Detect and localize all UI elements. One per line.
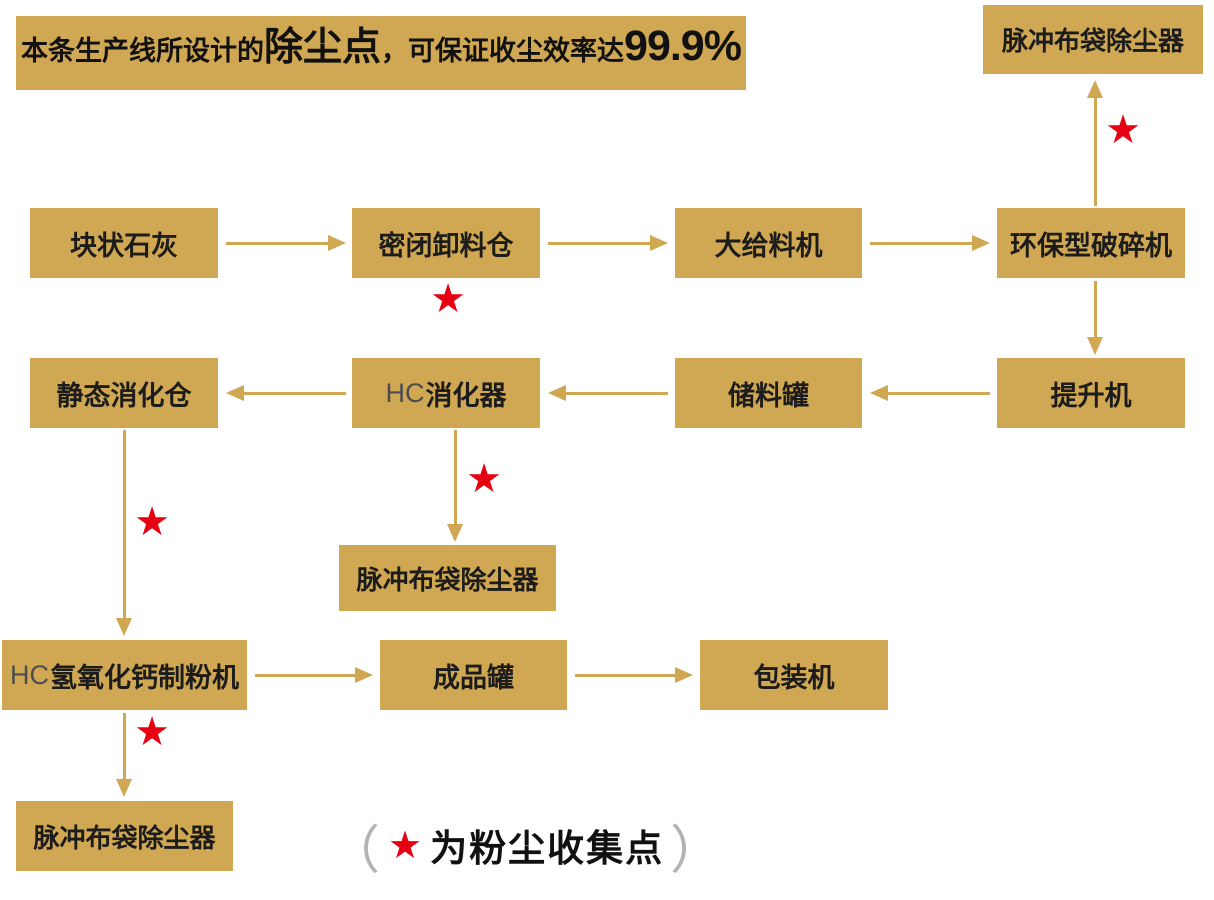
banner-text-middle: ，可保证收尘效率达 [381, 36, 625, 66]
node-label: 脉冲布袋除尘器 [33, 822, 216, 853]
node-label: 环保型破碎机 [1010, 230, 1172, 261]
flow-arrow-bin-to-feeder [548, 235, 668, 251]
node-storage-tank: 储料罐 [675, 358, 862, 428]
flow-arrow-feeder-to-crusher [870, 235, 990, 251]
node-eco-crusher: 环保型破碎机 [997, 208, 1185, 278]
dust-point-star-static-bin-icon: ★ [134, 499, 170, 545]
node-bulk-lime: 块状石灰 [30, 208, 218, 278]
node-label-hc-prefix: HC [10, 659, 49, 690]
dust-point-star-unloading-bin-icon: ★ [430, 276, 466, 322]
node-label: 密闭卸料仓 [378, 230, 514, 261]
node-label: 氢氧化钙制粉机 [50, 662, 239, 693]
legend-label: 为粉尘收集点 [430, 828, 665, 869]
dust-point-star-digester-icon: ★ [466, 456, 502, 502]
node-finished-product-tank: 成品罐 [380, 640, 567, 710]
node-label: 脉冲布袋除尘器 [356, 564, 539, 595]
node-elevator: 提升机 [997, 358, 1185, 428]
node-static-digestion-bin: 静态消化仓 [30, 358, 218, 428]
node-label: 成品罐 [433, 662, 514, 693]
node-sealed-unloading-bin: 密闭卸料仓 [352, 208, 540, 278]
node-dust-collector-middle: 脉冲布袋除尘器 [339, 545, 556, 611]
dust-point-star-crusher-icon: ★ [1105, 107, 1141, 153]
node-label: 提升机 [1050, 380, 1132, 411]
node-packing-machine: 包装机 [700, 640, 888, 710]
legend: （ ★ 为粉尘收集点 ） [322, 810, 728, 880]
node-dust-collector-top: 脉冲布袋除尘器 [983, 5, 1203, 74]
node-label: 静态消化仓 [56, 380, 192, 411]
flow-arrow-finished-tank-to-packing [575, 667, 693, 683]
node-label-hc-prefix: HC [385, 377, 425, 408]
node-label: 消化器 [425, 380, 507, 411]
flow-arrow-static-bin-to-mill [116, 430, 132, 636]
node-label: 脉冲布袋除尘器 [1001, 26, 1184, 56]
flow-arrow-mill-to-dust-bottom [116, 713, 132, 797]
flow-arrow-storage-to-digester [548, 385, 668, 401]
node-label: 大给料机 [714, 230, 823, 261]
flow-arrow-digester-to-dust-middle [447, 430, 463, 542]
node-feeder: 大给料机 [675, 208, 862, 278]
banner-text-highlight: 除尘点 [264, 26, 382, 69]
flow-arrow-mill-to-finished-tank [255, 667, 373, 683]
dust-point-star-mill-icon: ★ [134, 709, 170, 755]
legend-open-paren: （ [328, 821, 381, 880]
banner-text-prefix: 本条生产线所设计的 [21, 36, 265, 66]
flow-arrow-digester-to-static-bin [226, 385, 346, 401]
legend-close-paren: ） [670, 821, 723, 880]
node-label: 包装机 [753, 662, 835, 693]
node-label: 储料罐 [728, 380, 809, 411]
node-label: 块状石灰 [70, 230, 178, 261]
flow-arrow-crusher-to-dust-top [1087, 80, 1103, 206]
flow-arrow-lime-to-bin [226, 235, 346, 251]
flow-arrow-elevator-to-storage [870, 385, 990, 401]
legend-star-icon: ★ [388, 823, 423, 867]
banner-text-percent: 99.9% [624, 22, 742, 70]
flow-arrow-crusher-to-elevator [1087, 281, 1103, 355]
node-dust-collector-bottom: 脉冲布袋除尘器 [16, 801, 233, 871]
